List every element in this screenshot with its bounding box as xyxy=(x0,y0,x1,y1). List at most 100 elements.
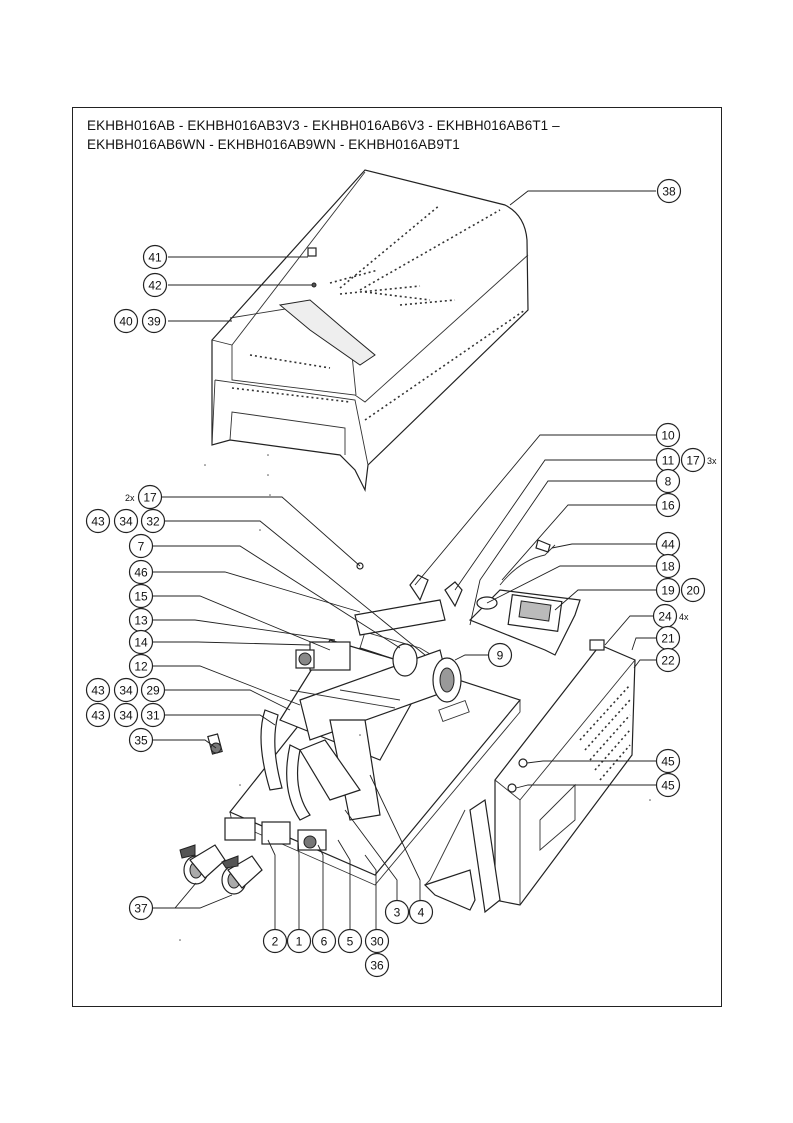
speckle xyxy=(179,454,651,941)
callout-40-label: 40 xyxy=(119,315,133,329)
callout-46: 46 xyxy=(128,559,154,585)
callout-29: 29 xyxy=(140,677,166,703)
callout-13-label: 13 xyxy=(134,614,148,628)
callout-14-label: 14 xyxy=(134,636,148,650)
callout-18-label: 18 xyxy=(661,560,675,574)
callout-39: 39 xyxy=(141,308,167,334)
note-4x: 4x xyxy=(679,612,689,622)
callout-9-label: 9 xyxy=(497,649,504,663)
callout-44-label: 44 xyxy=(661,538,675,552)
callout-37-label: 37 xyxy=(134,902,148,916)
callout-34-top-label: 34 xyxy=(119,515,133,529)
callout-45-bottom-label: 45 xyxy=(661,779,675,793)
callout-32: 32 xyxy=(140,508,166,534)
top-cover xyxy=(211,169,529,493)
callout-20-label: 20 xyxy=(686,584,700,598)
callouts: 38 41 42 40 39 10 11 17 8 17 16 43 34 32… xyxy=(85,178,706,978)
callout-43-top: 43 xyxy=(85,508,111,534)
callout-43-mid-label: 43 xyxy=(91,684,105,698)
callout-17-left-label: 17 xyxy=(143,491,157,505)
callout-41: 41 xyxy=(142,244,168,270)
callout-30-label: 30 xyxy=(370,935,384,949)
diagram-frame xyxy=(72,107,722,1007)
callout-35-label: 35 xyxy=(134,734,148,748)
callout-22: 22 xyxy=(655,647,681,673)
callout-17-right-label: 17 xyxy=(686,454,700,468)
callout-16-label: 16 xyxy=(661,499,675,513)
callout-15-label: 15 xyxy=(134,590,148,604)
controller-pcb xyxy=(468,539,581,656)
callout-35: 35 xyxy=(128,727,154,753)
note-3x: 3x xyxy=(707,456,717,466)
callout-4-label: 4 xyxy=(418,906,425,920)
callout-34-mid-label: 34 xyxy=(119,684,133,698)
callout-43-mid: 43 xyxy=(85,677,111,703)
callout-31: 31 xyxy=(140,702,166,728)
side-panel xyxy=(423,798,501,914)
callout-31-label: 31 xyxy=(146,709,160,723)
callout-21-label: 21 xyxy=(661,632,675,646)
callout-45-top: 45 xyxy=(655,748,681,774)
callout-21: 21 xyxy=(655,625,681,651)
callout-24: 24 xyxy=(652,603,678,629)
shut-off-valves xyxy=(179,733,263,895)
callout-2: 2 xyxy=(262,928,288,954)
callout-20: 20 xyxy=(680,577,706,603)
callout-12: 12 xyxy=(128,653,154,679)
callout-16: 16 xyxy=(655,492,681,518)
callout-15: 15 xyxy=(128,583,154,609)
callout-5: 5 xyxy=(337,928,363,954)
callout-7-label: 7 xyxy=(138,540,145,554)
callout-43-low: 43 xyxy=(85,702,111,728)
callout-13: 13 xyxy=(128,607,154,633)
callout-9: 9 xyxy=(487,642,513,668)
callout-22-label: 22 xyxy=(661,654,675,668)
switch-box xyxy=(494,639,636,906)
title-line-1: EKHBH016AB - EKHBH016AB3V3 - EKHBH016AB6… xyxy=(87,118,560,133)
callout-40: 40 xyxy=(113,308,139,334)
callout-18: 18 xyxy=(655,553,681,579)
callout-36-label: 36 xyxy=(370,959,384,973)
callout-24-label: 24 xyxy=(658,610,672,624)
callout-1: 1 xyxy=(286,928,312,954)
callout-46-label: 46 xyxy=(134,566,148,580)
callout-8: 8 xyxy=(655,468,681,494)
callout-19-label: 19 xyxy=(661,584,675,598)
callout-45-top-label: 45 xyxy=(661,755,675,769)
callout-8-label: 8 xyxy=(665,475,672,489)
callout-38-label: 38 xyxy=(662,185,676,199)
quantity-notes: 3x 2x 4x xyxy=(125,456,717,622)
leader-lines xyxy=(153,190,656,930)
callout-1-label: 1 xyxy=(296,935,303,949)
callout-2-label: 2 xyxy=(272,935,279,949)
callout-42: 42 xyxy=(142,272,168,298)
callout-34-low-label: 34 xyxy=(119,709,133,723)
callout-17-right: 17 xyxy=(680,447,706,473)
heat-exchanger-assembly xyxy=(224,562,463,851)
callout-11: 11 xyxy=(655,447,681,473)
callout-37: 37 xyxy=(128,895,154,921)
callout-29-label: 29 xyxy=(146,684,160,698)
callout-34-low: 34 xyxy=(113,702,139,728)
callout-3-label: 3 xyxy=(394,906,401,920)
callout-3: 3 xyxy=(384,899,410,925)
callout-10: 10 xyxy=(655,422,681,448)
callout-32-label: 32 xyxy=(146,515,160,529)
callout-7: 7 xyxy=(128,533,154,559)
callout-38: 38 xyxy=(656,178,682,204)
callout-19: 19 xyxy=(655,577,681,603)
callout-17-left: 17 xyxy=(137,484,163,510)
callout-43-top-label: 43 xyxy=(91,515,105,529)
callout-34-mid: 34 xyxy=(113,677,139,703)
title-line-2: EKHBH016AB6WN - EKHBH016AB9WN - EKHBH016… xyxy=(87,137,460,152)
callout-30: 30 xyxy=(364,928,390,954)
callout-10-label: 10 xyxy=(661,429,675,443)
callout-36: 36 xyxy=(364,952,390,978)
callout-4: 4 xyxy=(408,899,434,925)
callout-6-label: 6 xyxy=(321,935,328,949)
callout-6: 6 xyxy=(311,928,337,954)
callout-45-bottom: 45 xyxy=(655,772,681,798)
callout-11-label: 11 xyxy=(662,454,675,468)
callout-42-label: 42 xyxy=(148,279,162,293)
